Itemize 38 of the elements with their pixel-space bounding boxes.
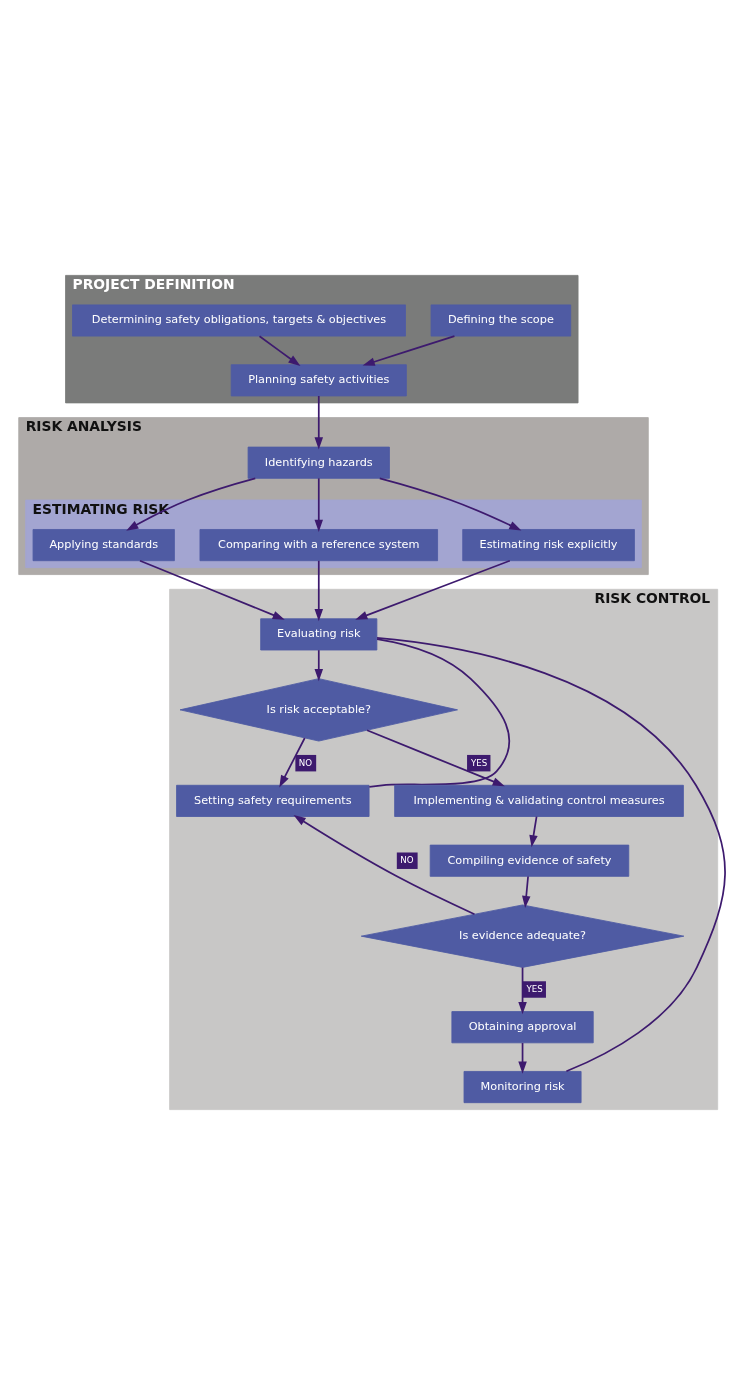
node-box: Identifying hazards (247, 446, 390, 479)
edge-label: NO (400, 855, 414, 866)
edge-label: YES (470, 757, 488, 768)
arrow (293, 815, 476, 916)
arrow (378, 477, 522, 531)
arrow (139, 559, 285, 620)
node-diamond: Is evidence adequate? (360, 904, 685, 968)
node-diamond: Is risk acceptable? (179, 678, 458, 742)
connector (376, 637, 726, 1073)
arrow (314, 649, 324, 682)
node-box: Applying standards (32, 529, 175, 562)
arrow (258, 335, 301, 367)
arrow (529, 815, 538, 848)
arrow (314, 477, 324, 532)
arrow (518, 966, 527, 1015)
node-box: Monitoring risk (463, 1071, 582, 1104)
arrow (522, 875, 531, 909)
node-box: Determining safety obligations, targets & objectives (72, 304, 406, 337)
edge-label: NO (298, 757, 313, 768)
node-box: Obtaining approval (451, 1011, 594, 1044)
arrow (279, 737, 306, 788)
node-box: Evaluating risk (260, 618, 378, 651)
node-box: Defining the scope (430, 304, 572, 337)
edge-label: YES (526, 984, 543, 995)
arrow (366, 729, 505, 787)
arrow (314, 395, 324, 450)
arrow (126, 477, 257, 531)
node-box: Implementing & validating control measures (394, 784, 684, 817)
arrow (314, 559, 324, 622)
node-box: Comparing with a reference system (199, 529, 438, 562)
node-box: Planning safety activities (230, 364, 407, 397)
arrow (518, 1042, 527, 1074)
arrow (355, 559, 511, 620)
node-box: Setting safety requirements (176, 784, 370, 817)
connector (368, 638, 511, 788)
arrow (362, 335, 456, 366)
node-box: Estimating risk explicitly (462, 529, 635, 562)
node-box: Compiling evidence of safety (429, 844, 630, 877)
